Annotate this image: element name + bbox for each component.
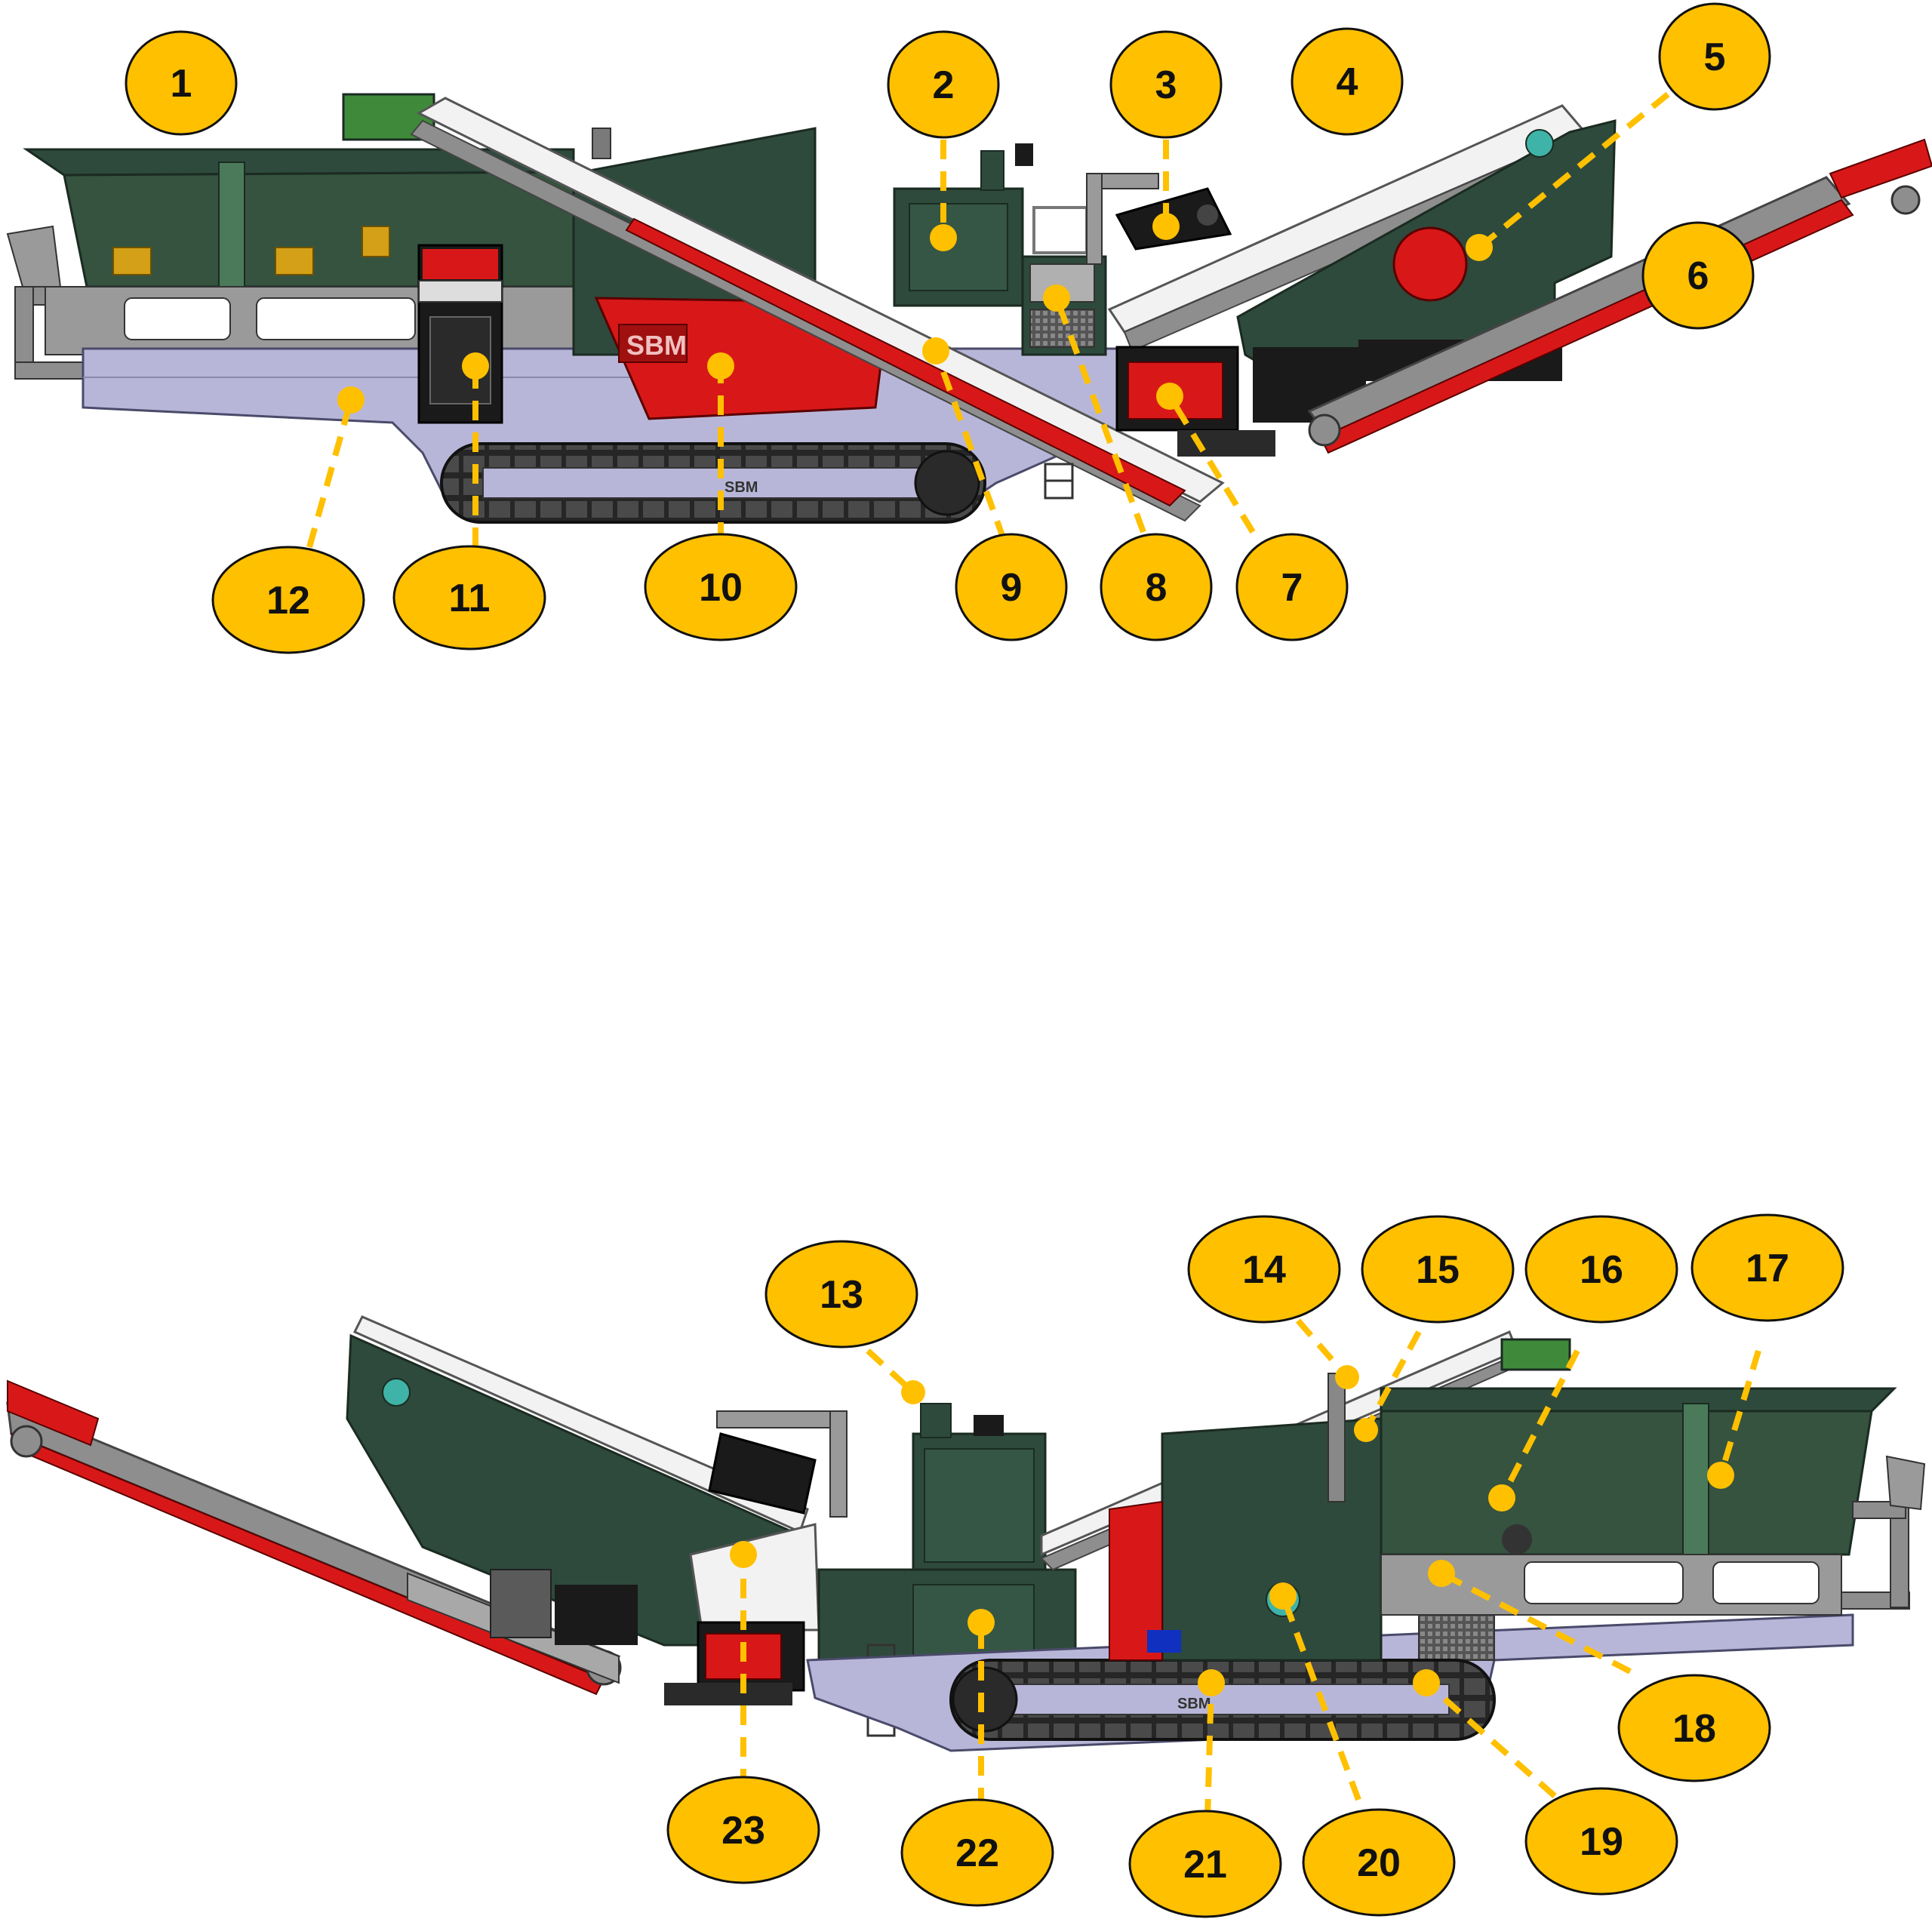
- overband-magnet-bottom: [708, 1410, 848, 1518]
- callout-label-19: 19: [1580, 1820, 1623, 1864]
- callout-label-16: 16: [1580, 1248, 1623, 1292]
- callout-label-20: 20: [1357, 1841, 1401, 1885]
- leader-15: [1363, 1330, 1422, 1432]
- rear-frame-bottom: [1841, 1455, 1926, 1610]
- machine-view-top: SBM SBM: [6, 93, 1932, 524]
- callout-18: 18: [1617, 1674, 1771, 1782]
- anchor-dot-16: [1488, 1484, 1515, 1512]
- anchor-dot-13: [901, 1380, 925, 1404]
- callout-label-9: 9: [1001, 566, 1023, 610]
- callout-label-6: 6: [1687, 254, 1709, 298]
- callout-label-13: 13: [820, 1273, 863, 1317]
- leader-20: [1280, 1595, 1361, 1801]
- leader-18: [1440, 1570, 1632, 1675]
- anchor-dot-11: [462, 352, 489, 380]
- side-conveyor: [417, 244, 503, 424]
- leader-7: [1167, 394, 1256, 534]
- callout-label-17: 17: [1746, 1247, 1789, 1290]
- anchor-dot-2: [930, 224, 957, 251]
- callout-11: 11: [392, 545, 546, 650]
- callout-3: 3: [1109, 30, 1223, 139]
- callout-9: 9: [955, 533, 1068, 641]
- vibrating-screen-bottom: [346, 1315, 809, 1647]
- side-discharge-conveyor-bottom: [6, 1379, 622, 1696]
- anchor-dot-15: [1354, 1418, 1378, 1442]
- leader-8: [1054, 297, 1146, 534]
- brand-mark-track-top: SBM: [724, 479, 758, 496]
- callout-12: 12: [211, 546, 365, 654]
- callout-23: 23: [666, 1776, 820, 1884]
- anchor-dot-21: [1198, 1669, 1225, 1696]
- leader-9: [933, 349, 1007, 541]
- callout-14: 14: [1187, 1215, 1341, 1324]
- crawler-track-bottom: SBM: [949, 1659, 1496, 1741]
- callout-13: 13: [764, 1240, 918, 1349]
- callout-21: 21: [1128, 1810, 1282, 1918]
- crawler-track-top: SBM: [440, 442, 986, 524]
- callout-label-2: 2: [933, 63, 955, 107]
- anchor-dot-17: [1707, 1462, 1734, 1489]
- anchor-dot-5: [1466, 234, 1493, 261]
- leader-21: [1204, 1682, 1214, 1819]
- anchor-dots: [337, 213, 1734, 1696]
- anchor-dot-8: [1043, 284, 1070, 312]
- callout-label-10: 10: [699, 566, 743, 610]
- callout-label-11: 11: [449, 577, 491, 620]
- power-unit: [893, 143, 1033, 307]
- leader-19: [1424, 1681, 1557, 1798]
- callout-label-3: 3: [1155, 63, 1177, 107]
- callout-label-14: 14: [1242, 1248, 1286, 1292]
- brand-mark-track-bottom: SBM: [1177, 1696, 1211, 1712]
- callout-22: 22: [900, 1798, 1054, 1907]
- callout-8: 8: [1100, 533, 1213, 641]
- leader-16: [1499, 1349, 1580, 1499]
- callout-label-15: 15: [1416, 1248, 1460, 1292]
- callouts: 1 2 3 4 5 6 7 8 9 10 11 12 13 14 15 16 1…: [125, 2, 1844, 1918]
- leader-17: [1718, 1349, 1761, 1477]
- callout-label-23: 23: [721, 1809, 765, 1853]
- callout-16: 16: [1524, 1215, 1678, 1324]
- callout-1: 1: [125, 30, 238, 136]
- anchor-dot-18: [1428, 1560, 1455, 1587]
- anchor-dot-9: [922, 337, 949, 364]
- leader-14: [1295, 1318, 1350, 1379]
- brand-mark-crusher: SBM: [626, 330, 687, 361]
- callout-label-4: 4: [1337, 60, 1358, 104]
- callout-label-1: 1: [171, 62, 192, 106]
- callout-20: 20: [1302, 1808, 1456, 1917]
- anchor-dot-23: [730, 1541, 757, 1568]
- leader-12: [306, 398, 354, 549]
- leader-5: [1477, 91, 1670, 251]
- callout-2: 2: [887, 30, 1000, 139]
- access-steps-top: [1044, 463, 1074, 500]
- callout-6: 6: [1641, 221, 1755, 330]
- callout-17: 17: [1690, 1213, 1844, 1322]
- callout-label-12: 12: [266, 579, 310, 623]
- feed-hopper-bottom: [1380, 1387, 1897, 1616]
- callout-label-8: 8: [1146, 566, 1168, 610]
- anchor-dot-19: [1413, 1669, 1440, 1696]
- impact-crusher-bottom: [1109, 1373, 1383, 1662]
- callout-10: 10: [644, 533, 798, 641]
- anchor-dot-12: [337, 386, 365, 414]
- anchor-dot-20: [1269, 1582, 1297, 1610]
- anchor-dot-7: [1156, 383, 1183, 410]
- callout-4: 4: [1291, 27, 1404, 136]
- callout-label-7: 7: [1281, 566, 1303, 610]
- main-conveyor: [410, 97, 1225, 522]
- anchor-dot-22: [968, 1609, 995, 1636]
- machine-view-bottom: SBM: [6, 1315, 1926, 1752]
- anchor-dot-3: [1152, 213, 1180, 240]
- callout-label-21: 21: [1183, 1843, 1227, 1887]
- anchor-dot-14: [1335, 1365, 1359, 1389]
- callout-15: 15: [1361, 1215, 1515, 1324]
- callout-label-22: 22: [955, 1831, 999, 1875]
- callout-7: 7: [1235, 533, 1349, 641]
- callout-5: 5: [1658, 2, 1771, 111]
- callout-19: 19: [1524, 1787, 1678, 1896]
- callout-label-5: 5: [1704, 35, 1726, 79]
- callout-label-18: 18: [1672, 1707, 1716, 1751]
- anchor-dot-10: [707, 352, 734, 380]
